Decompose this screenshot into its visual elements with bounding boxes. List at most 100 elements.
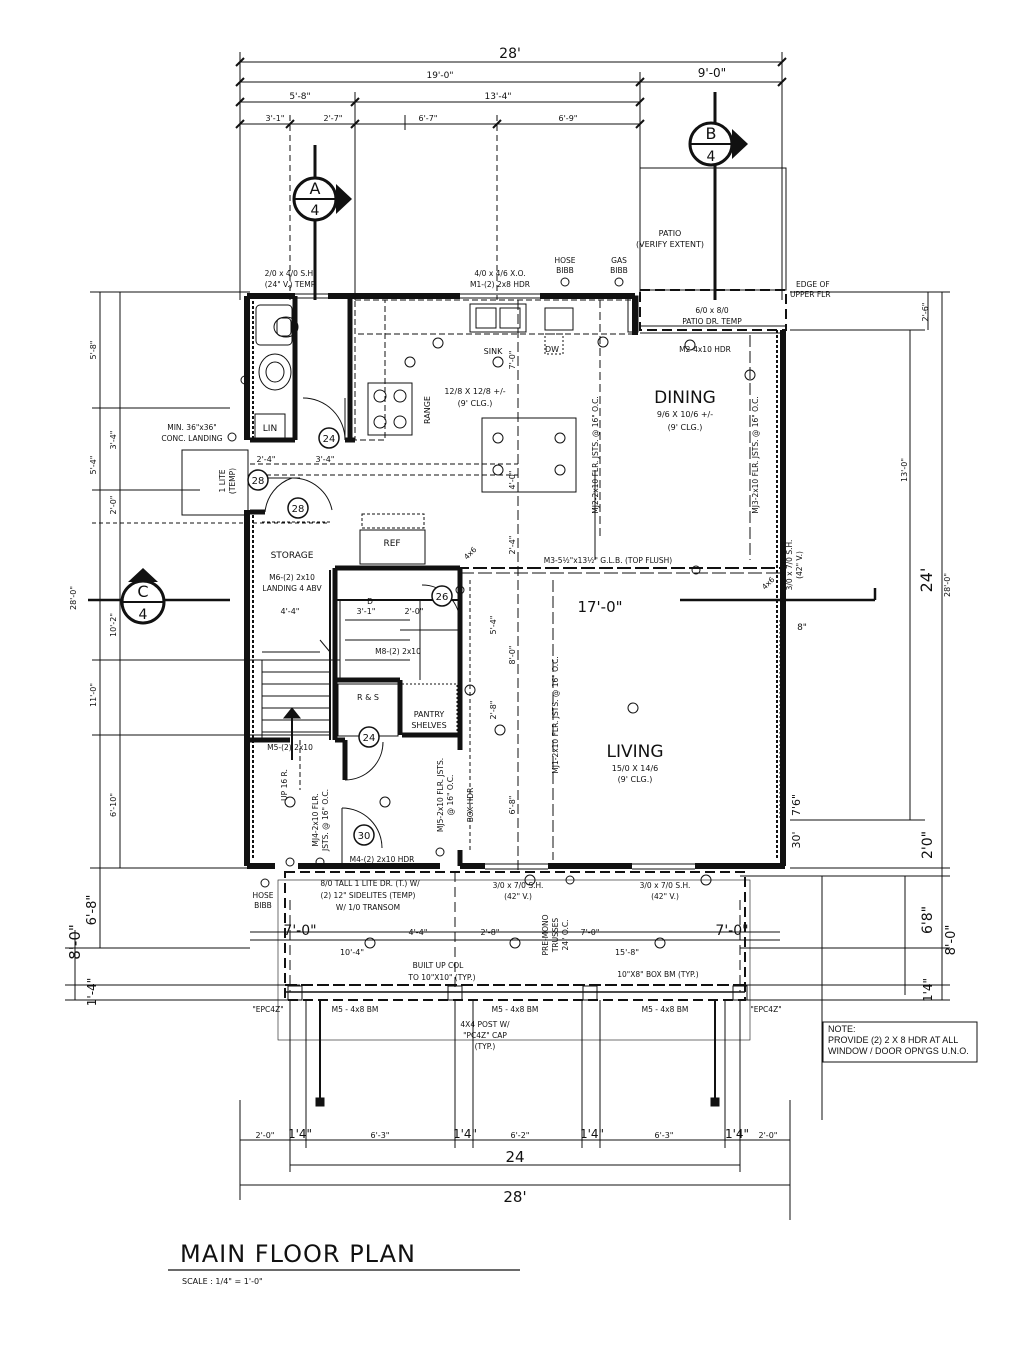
dim-bot-j: 24	[505, 1148, 524, 1166]
label-up: UP 16 R.	[280, 769, 289, 801]
dim-bot-k: 28'	[503, 1188, 526, 1206]
label-m8: M8-(2) 2x10	[375, 647, 421, 656]
label-mj3: MJ3-2x10 FLR. JSTS. @ 16" O.C.	[751, 396, 760, 513]
label-hose-bibb-top-1: HOSE	[554, 256, 575, 265]
label-win-bot2-1: 3/0 x 7/0 S.H.	[640, 881, 691, 890]
dim-left-e: 10'-2"	[109, 613, 118, 637]
label-dn: D	[367, 597, 373, 606]
section-a-letter: A	[310, 179, 321, 198]
dim-int-h: 2'-4"	[508, 536, 517, 555]
dim-bot-a: 2'-0"	[256, 1131, 275, 1140]
label-landing-2: CONC. LANDING	[161, 434, 222, 443]
dim-int-d: 3'-1"	[357, 607, 376, 616]
room-living-ceiling: (9' CLG.)	[618, 775, 653, 784]
section-b-sheet: 4	[707, 149, 716, 165]
label-lite-1: 1 LITE	[218, 469, 227, 492]
dim-porch-b: 10'-4"	[340, 948, 364, 957]
room-ref: REF	[383, 539, 400, 549]
note-line-3: WINDOW / DOOR OPN'GS U.N.O.	[828, 1046, 969, 1056]
dim-top-d: 13'-4"	[484, 92, 511, 102]
dim-right-h: 1'4"	[921, 978, 935, 1002]
dim-overall-top: 28'	[499, 46, 521, 62]
room-rs: R & S	[357, 693, 379, 702]
label-builtup-1: BUILT UP COL	[413, 961, 464, 970]
dim-left-j: 1'-4"	[85, 978, 99, 1006]
label-m5: M5-(2) 2x10	[267, 743, 313, 752]
label-patio-door-1: 6/0 x 8/0	[695, 306, 729, 315]
label-win-tl-1: 2/0 x 4/0 S.H.	[265, 269, 316, 278]
dim-top-c: 5'-8"	[289, 92, 310, 102]
dim-porch-f: 15'-8"	[615, 948, 639, 957]
dim-bot-h: 1'4"	[725, 1127, 749, 1141]
room-lin: LIN	[263, 424, 277, 434]
dim-left-b: 3'-4"	[109, 431, 118, 450]
room-pantry-1: PANTRY	[414, 710, 445, 719]
dim-left-h: 28'-0"	[69, 586, 78, 610]
section-marker-b: B 4	[688, 121, 748, 167]
door-tag-24a: 24	[323, 434, 336, 445]
label-trusses-2: TRUSSES	[551, 918, 560, 954]
label-m4: M4-(2) 2x10 HDR	[350, 855, 415, 864]
label-edge-upper-1: EDGE OF	[796, 280, 830, 289]
label-z76: 7'6"	[790, 794, 803, 816]
dim-top-b: 9'-0"	[698, 66, 726, 80]
label-front-door-3: W/ 1/0 TRANSOM	[336, 903, 400, 912]
label-win-right-2: (42" V.)	[795, 551, 804, 579]
label-mj1: MJ1-2x10 FLR. JSTS. @ 16" O.C.	[551, 656, 560, 773]
label-vent: 4x6	[462, 545, 478, 561]
dim-int-b: 3'-4"	[316, 455, 335, 464]
dim-left-d: 2'-0"	[109, 496, 118, 515]
dim-int-e: 2'-0"	[405, 607, 424, 616]
note-line-2: PROVIDE (2) 2 X 8 HDR AT ALL	[828, 1035, 958, 1045]
room-range: RANGE	[423, 396, 432, 424]
room-pantry-2: SHELVES	[411, 721, 446, 730]
label-lite-2: (TEMP)	[228, 468, 237, 494]
dim-right-a: 2'-6"	[921, 303, 930, 322]
dim-right-b: 13'-0"	[900, 458, 909, 482]
label-landing-1: MIN. 36"x36"	[167, 423, 217, 432]
dim-int-g: 4'-0"	[508, 471, 517, 490]
dim-left-f: 11'-0"	[89, 683, 98, 707]
room-dining-size: 9/6 X 10/6 +/-	[657, 410, 713, 419]
door-tag-26: 26	[436, 592, 449, 603]
door-tag-28b: 28	[292, 504, 305, 515]
dim-left-c: 5'-4"	[89, 456, 98, 475]
section-a-sheet: 4	[311, 203, 320, 219]
room-sink: SINK	[484, 347, 503, 356]
door-tag-28a: 28	[252, 476, 265, 487]
dim-left-i: 6'-8"	[85, 895, 100, 926]
label-win-top-1: 4/0 x 4/6 X.O.	[474, 269, 525, 278]
dim-int-a: 2'-4"	[257, 455, 276, 464]
room-patio-note: (VERIFY EXTENT)	[636, 240, 704, 249]
label-mj5-1: MJ5-2x10 FLR. JSTS.	[436, 758, 445, 832]
label-edge-upper-2: UPPER FLR	[790, 290, 831, 299]
label-m6-2: LANDING 4 ABV	[262, 584, 322, 593]
room-kitchen-size: 12/8 X 12/8 +/-	[444, 387, 505, 396]
label-m3: M3-5½"x13½" G.L.B. (TOP FLUSH)	[544, 556, 673, 565]
label-gas-bibb-1: GAS	[611, 256, 627, 265]
dim-bot-b: 1'4"	[288, 1127, 312, 1141]
dim-right-d: 28'-0"	[943, 573, 952, 597]
door-tag-30: 30	[358, 831, 371, 842]
dim-top-g: 6'-7"	[419, 114, 438, 123]
section-marker-a: A 4	[292, 176, 352, 222]
dim-bot-d: 1'4"	[453, 1127, 477, 1141]
room-dining-ceiling: (9' CLG.)	[668, 423, 703, 432]
label-post-1: 4X4 POST W/	[460, 1020, 510, 1029]
dim-bot-i: 2'-0"	[759, 1131, 778, 1140]
room-kitchen-ceiling: (9' CLG.)	[458, 399, 493, 408]
plan-title: MAIN FLOOR PLAN	[180, 1240, 416, 1268]
label-win-bot1-2: (42" V.)	[504, 892, 532, 901]
dim-right-g: 8'-0"	[944, 925, 959, 956]
label-m5-beam-2: M5 - 4x8 BM	[492, 1005, 539, 1014]
label-hose-bibb-top-2: BIBB	[556, 266, 574, 275]
label-trusses-1: PRE-MONO	[541, 914, 550, 955]
dim-int-f: 7'-0"	[508, 351, 517, 370]
dim-porch-a: 7'-0"	[283, 923, 316, 939]
label-hose-bibb-bottom-2: BIBB	[254, 901, 272, 910]
label-front-door-2: (2) 12" SIDELITES (TEMP)	[321, 891, 416, 900]
dim-right-e: 2'0"	[920, 831, 936, 859]
label-hose-bibb-bottom-1: HOSE	[252, 891, 273, 900]
label-patio-door-2: PATIO DR. TEMP	[682, 317, 742, 326]
